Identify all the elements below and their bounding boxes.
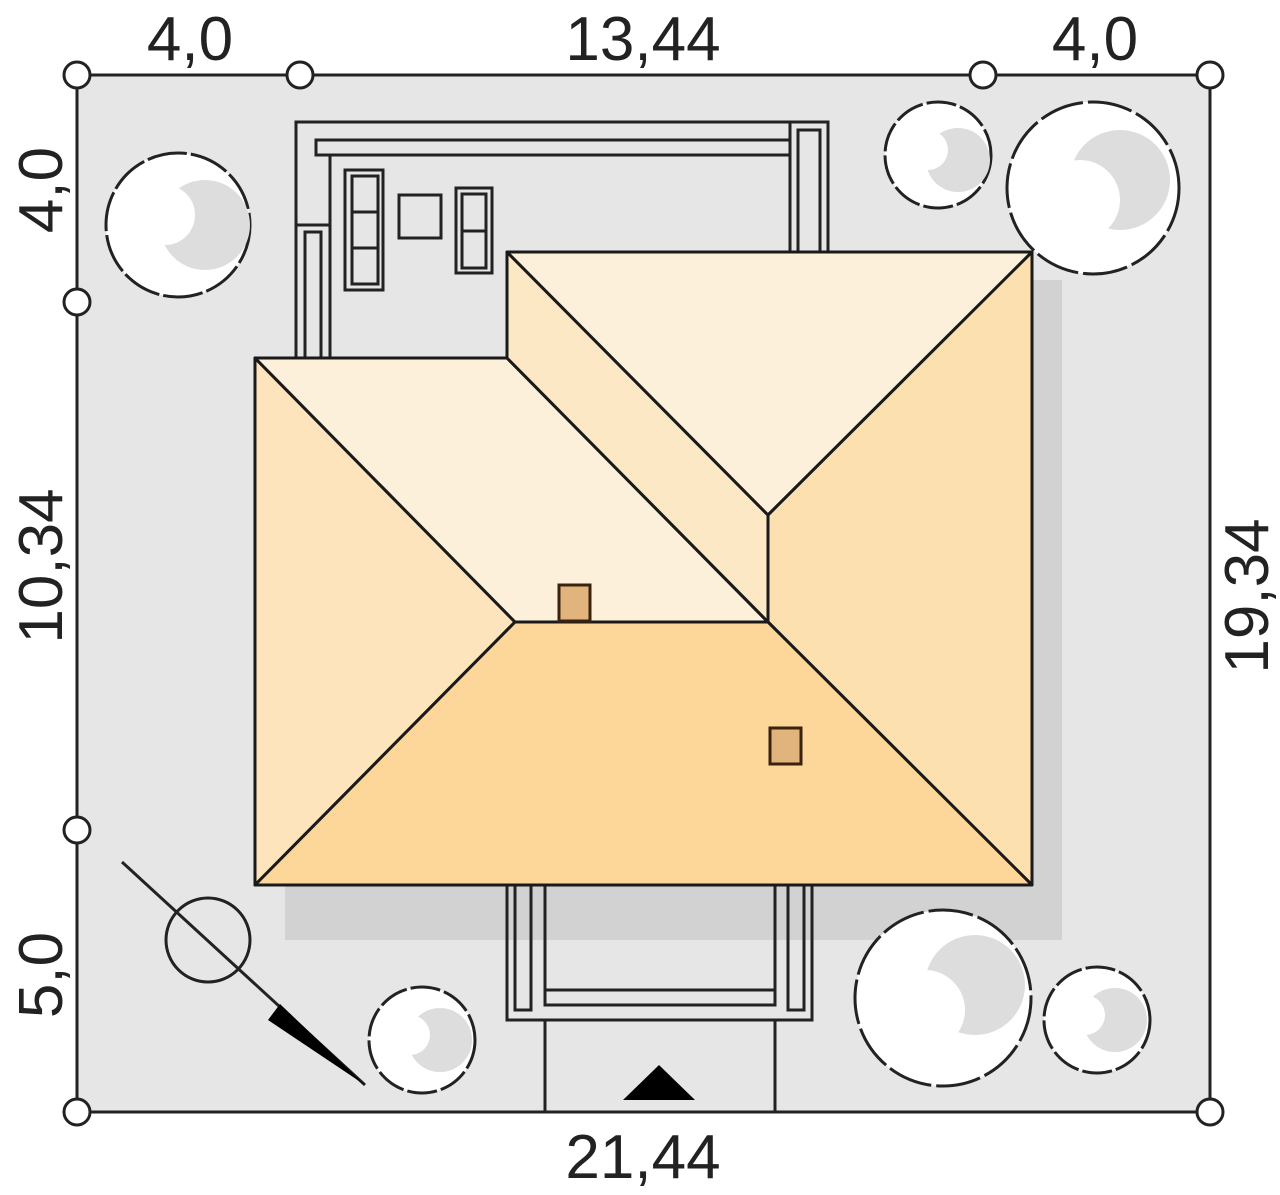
chimney-icon <box>557 583 592 623</box>
tree-icon <box>104 151 252 299</box>
tree-icon <box>1005 100 1181 276</box>
dim-left-top: 4,0 <box>7 147 76 233</box>
north-arrow-icon <box>120 860 367 1087</box>
sofa-icon <box>343 168 385 292</box>
dim-top-right: 4,0 <box>1052 5 1138 74</box>
dim-bottom: 21,44 <box>565 1123 720 1192</box>
tree-icon <box>883 100 993 210</box>
chimney-icon <box>768 726 803 766</box>
dim-left-middle: 10,34 <box>7 488 76 643</box>
tree-icon <box>367 985 477 1095</box>
tree-icon <box>853 908 1033 1088</box>
dimension-lines <box>62 60 1225 1127</box>
dim-top-middle: 13,44 <box>565 5 720 74</box>
dim-left-bottom: 5,0 <box>7 932 76 1018</box>
trees <box>104 100 1181 1095</box>
dim-right: 19,34 <box>1213 518 1280 673</box>
armchair-icon <box>454 186 494 275</box>
tree-icon <box>1042 965 1152 1075</box>
table-icon <box>397 193 443 240</box>
dim-top-left: 4,0 <box>147 5 233 74</box>
roof <box>253 250 1034 887</box>
entrance-arrow-icon <box>623 1065 695 1100</box>
